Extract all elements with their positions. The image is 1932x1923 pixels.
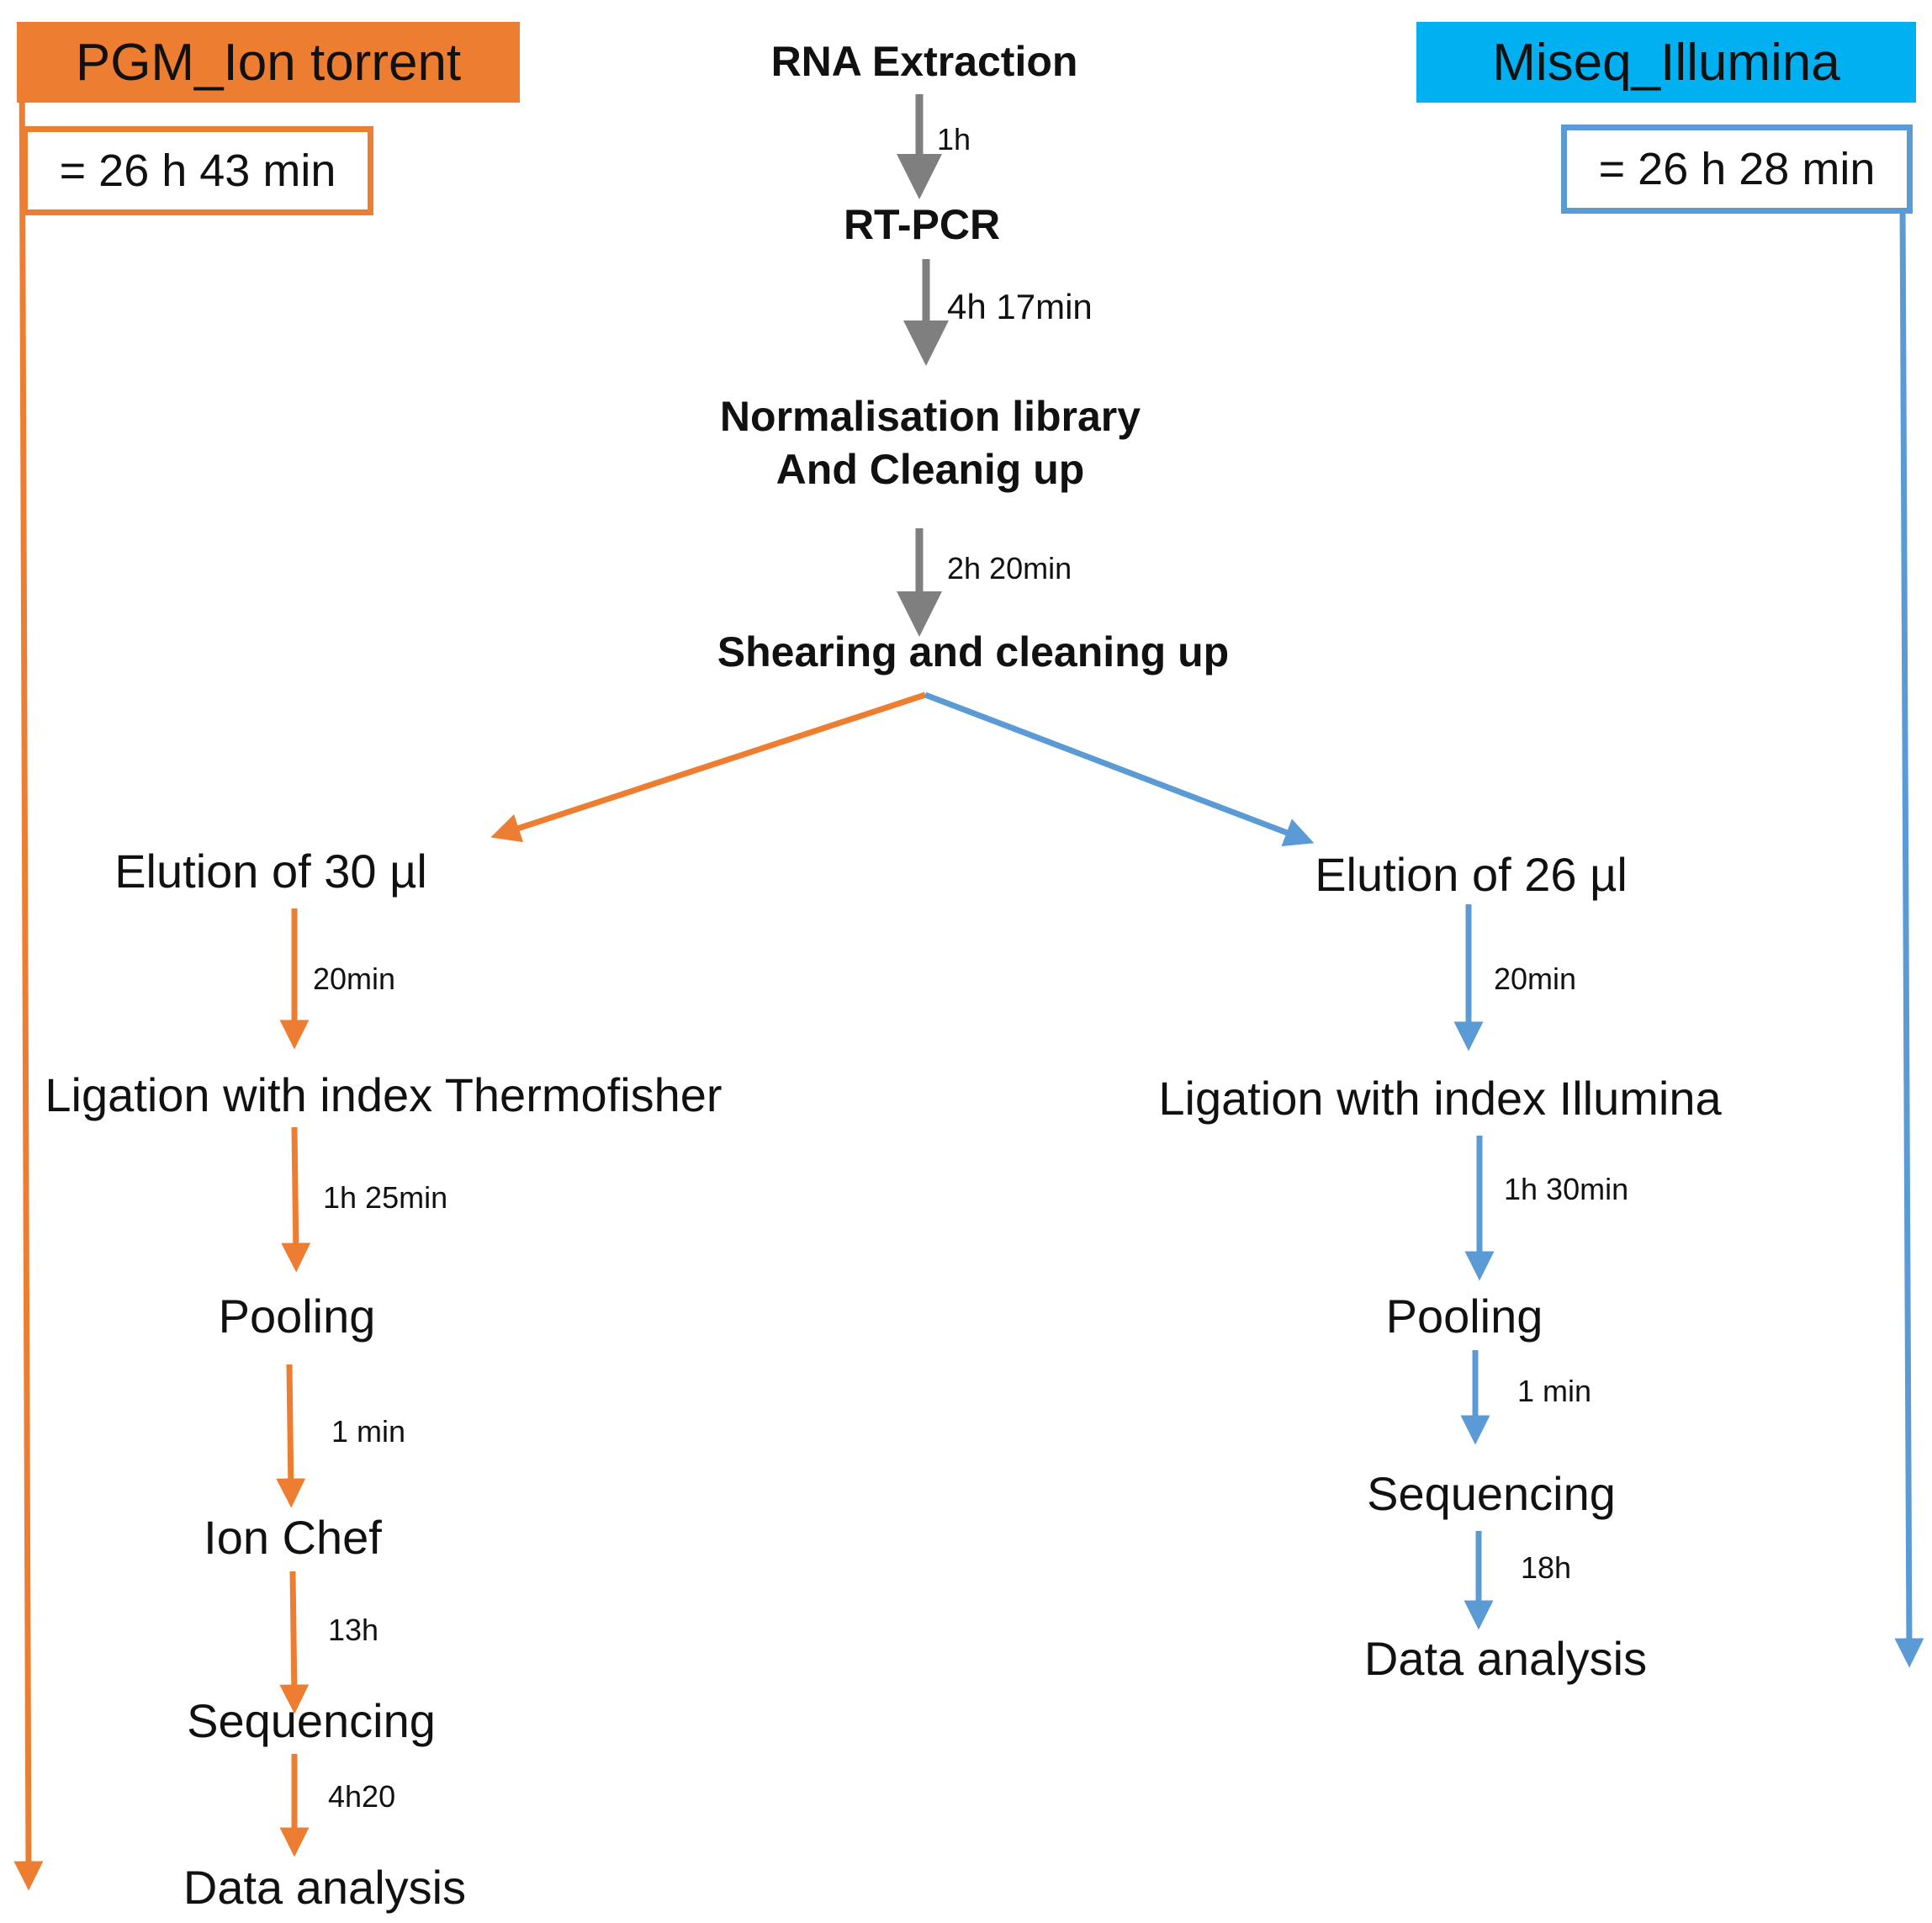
left-total-timeline-arrow <box>13 50 44 1891</box>
arrow-left-pooling-to-ionchef <box>276 1364 306 1508</box>
left-step-ligation: Ligation with index Thermofisher <box>45 1068 723 1121</box>
step-rna-extraction: RNA Extraction <box>770 38 1078 85</box>
arrow-branch-right <box>924 691 1315 847</box>
right-duration-elution: 20min <box>1494 962 1577 996</box>
step-rt-pcr: RT-PCR <box>843 201 1001 248</box>
header-pgm-ion-torrent: PGM_Ion torrent <box>17 22 520 103</box>
header-miseq-illumina: Miseq_Illumina <box>1416 22 1916 103</box>
right-duration-pooling: 1 min <box>1517 1374 1592 1408</box>
left-duration-pooling: 1 min <box>331 1414 406 1449</box>
left-duration-elution: 20min <box>313 962 396 996</box>
step-and-cleanig-up: And Cleanig up <box>775 446 1085 493</box>
left-duration-ligation: 1h 25min <box>323 1180 448 1215</box>
right-step-ligation: Ligation with index Illumina <box>1158 1072 1722 1125</box>
left-step-data-analysis: Data analysis <box>183 1861 467 1914</box>
arrow-branch-left <box>490 691 927 843</box>
arrow-left-ionchef-to-sequencing <box>279 1571 310 1714</box>
duration-rtpcr-to-normalisation: 4h 17min <box>947 287 1093 326</box>
left-step-ion-chef: Ion Chef <box>204 1511 382 1564</box>
right-duration-sequencing: 18h <box>1521 1550 1572 1585</box>
duration-rna-to-rtpcr: 1h <box>937 122 971 156</box>
left-step-pooling: Pooling <box>218 1290 376 1343</box>
right-step-data-analysis: Data analysis <box>1363 1632 1648 1685</box>
left-step-sequencing: Sequencing <box>187 1694 436 1747</box>
duration-normalisation-to-shearing: 2h 20min <box>947 551 1072 585</box>
left-step-elution: Elution of 30 µl <box>114 845 427 898</box>
right-step-sequencing: Sequencing <box>1367 1467 1616 1520</box>
total-time-right: = 26 h 28 min <box>1561 124 1913 214</box>
right-step-pooling: Pooling <box>1385 1290 1543 1343</box>
right-step-elution: Elution of 26 µl <box>1315 848 1628 901</box>
step-normalisation-library: Normalisation library <box>719 393 1141 440</box>
right-duration-ligation: 1h 30min <box>1504 1172 1629 1206</box>
left-duration-sequencing: 4h20 <box>328 1779 396 1814</box>
total-time-left: = 26 h 43 min <box>22 126 373 215</box>
arrow-left-ligation-to-pooling <box>281 1126 311 1273</box>
right-total-timeline-arrow <box>1894 201 1924 1668</box>
step-shearing-and-cleaning-up: Shearing and cleaning up <box>717 628 1230 675</box>
left-duration-ion-chef: 13h <box>328 1613 379 1647</box>
